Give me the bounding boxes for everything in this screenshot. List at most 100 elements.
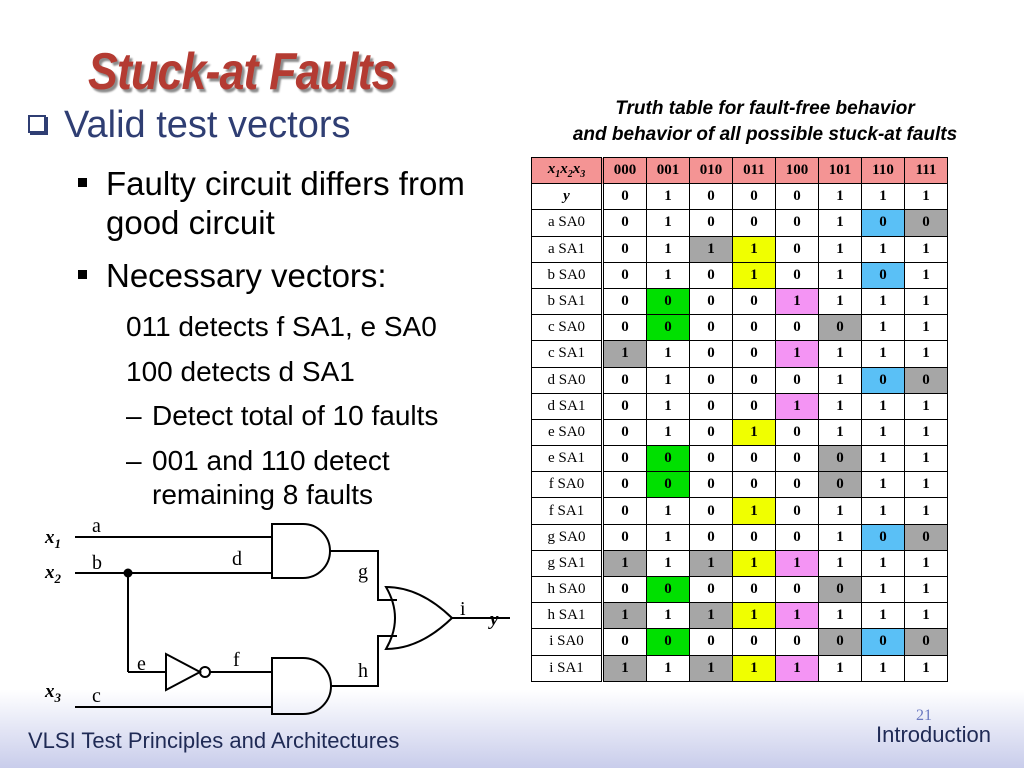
table-cell: 0 — [689, 366, 733, 394]
bullet-faulty: Faulty circuit differs from good circuit — [78, 164, 478, 242]
table-cell: 1 — [861, 314, 905, 342]
inverter-gate-icon — [165, 652, 203, 692]
table-cell: 0 — [904, 628, 948, 656]
header-col-100: 100 — [775, 156, 819, 185]
table-cell: 0 — [646, 445, 690, 473]
row-label: b SA0 — [531, 261, 604, 289]
square-bullet-icon — [78, 178, 87, 187]
table-cell: 0 — [646, 471, 690, 499]
table-cell: 1 — [646, 261, 690, 289]
table-cell: 1 — [904, 235, 948, 263]
header-col-111: 111 — [904, 156, 948, 185]
table-cell: 1 — [775, 392, 819, 420]
table-cell: 0 — [602, 314, 647, 342]
table-cell: 1 — [646, 654, 690, 682]
table-cell: 1 — [904, 575, 948, 604]
table-cell: 1 — [818, 366, 862, 394]
table-cell: 0 — [602, 445, 647, 473]
table-cell: 1 — [904, 549, 948, 578]
table-cell: 1 — [775, 549, 819, 578]
row-label: e SA0 — [531, 418, 604, 447]
row-label: a SA1 — [531, 235, 604, 263]
table-cell: 1 — [904, 340, 948, 368]
bullet-main: Valid test vectors — [28, 104, 351, 147]
table-cell: 1 — [904, 445, 948, 473]
table-cell: 1 — [689, 549, 733, 578]
net-label-g: g — [358, 561, 368, 583]
dash-line-1-text: Detect total of 10 faults — [152, 400, 439, 431]
net-label-b: b — [92, 552, 102, 574]
dash-line-2-text: 001 and 110 detect remaining 8 faults — [152, 445, 390, 510]
row-label: a SA0 — [531, 209, 604, 237]
net-label-a: a — [92, 515, 101, 537]
table-cell: 1 — [861, 287, 905, 316]
or-gate-icon — [384, 585, 454, 651]
table-cell: 0 — [732, 287, 776, 316]
table-cell: 1 — [775, 602, 819, 630]
table-cell: 0 — [732, 183, 776, 211]
table-cell: 1 — [818, 287, 862, 316]
table-cell: 0 — [861, 366, 905, 394]
table-cell: 0 — [904, 366, 948, 394]
table-cell: 1 — [861, 235, 905, 263]
table-cell: 0 — [861, 261, 905, 289]
and-gate-1-icon — [271, 523, 331, 579]
net-label-h: h — [358, 660, 368, 682]
table-cell: 1 — [861, 471, 905, 499]
footer-band — [0, 690, 1024, 768]
row-label: g SA1 — [531, 549, 604, 578]
table-cell: 0 — [904, 523, 948, 551]
wire-h — [330, 635, 397, 687]
table-cell: 0 — [861, 628, 905, 656]
table-cell: 1 — [732, 261, 776, 289]
row-label: i SA1 — [531, 654, 604, 682]
row-label: h SA1 — [531, 602, 604, 630]
table-cell: 1 — [861, 654, 905, 682]
table-cell: 1 — [775, 287, 819, 316]
table-cell: 1 — [904, 471, 948, 499]
table-cell: 1 — [904, 392, 948, 420]
header-col-110: 110 — [861, 156, 905, 185]
net-label-i: i — [460, 598, 466, 620]
table-cell: 1 — [775, 340, 819, 368]
table-cell: 0 — [775, 523, 819, 551]
table-caption-line-1: Truth table for fault-free behavior — [615, 98, 915, 119]
output-label-y: y — [488, 609, 499, 630]
table-cell: 1 — [818, 523, 862, 551]
table-cell: 0 — [775, 261, 819, 289]
table-cell: 1 — [818, 654, 862, 682]
table-cell: 0 — [775, 209, 819, 237]
table-cell: 1 — [732, 654, 776, 682]
table-cell: 1 — [602, 602, 647, 630]
row-label: f SA1 — [531, 497, 604, 525]
table-cell: 0 — [602, 209, 647, 237]
input-label-x3: x3 — [44, 681, 62, 705]
row-label: b SA1 — [531, 287, 604, 316]
table-cell: 1 — [904, 654, 948, 682]
table-cell: 1 — [732, 418, 776, 447]
net-label-d: d — [232, 548, 242, 570]
page-number: 21 — [916, 707, 932, 724]
table-cell: 0 — [732, 523, 776, 551]
bullet-necessary-text: Necessary vectors: — [106, 257, 387, 294]
table-cell: 1 — [646, 209, 690, 237]
row-label: e SA1 — [531, 445, 604, 473]
dash-line-2: – 001 and 110 detect remaining 8 faults — [126, 444, 471, 512]
table-cell: 1 — [689, 235, 733, 263]
table-caption-line-2: and behavior of all possible stuck-at fa… — [572, 124, 958, 145]
checkbox-bullet-icon — [28, 115, 46, 133]
table-cell: 1 — [602, 654, 647, 682]
header-label-cell: x1x2x3 — [531, 156, 604, 185]
bullet-main-text: Valid test vectors — [64, 104, 351, 146]
